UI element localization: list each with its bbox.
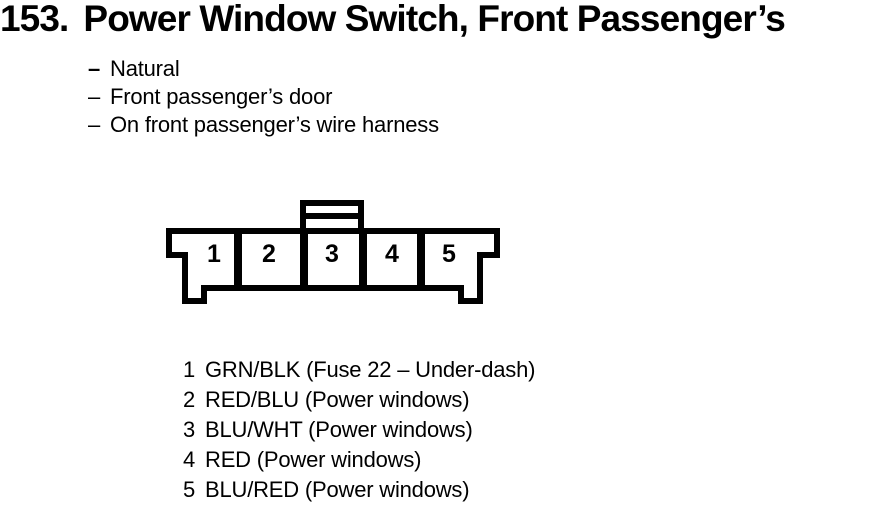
note-text: Natural [110,56,180,81]
connector-outline [166,228,500,304]
pinout-pin: 1 [183,357,196,382]
note-item: – On front passenger’s wire harness [88,111,439,139]
pinout-row: 2 RED/BLU (Power windows) [183,385,535,415]
note-dash: – [88,84,101,109]
note-dash: – [88,112,101,137]
pin-number: 3 [325,240,339,268]
pinout-pin: 3 [183,417,196,442]
item-title-text: Power Window Switch, Front Passenger’s [83,0,785,39]
pinout-desc: BLU/WHT (Power windows) [205,417,473,442]
note-dash: – [88,56,101,81]
note-item: – Natural [88,55,439,83]
pinout-list: 1 GRN/BLK (Fuse 22 – Under-dash) 2 RED/B… [183,355,535,505]
pinout-pin: 5 [183,477,196,502]
item-number: 153. [0,0,69,39]
note-text: On front passenger’s wire harness [110,112,439,137]
pinout-row: 1 GRN/BLK (Fuse 22 – Under-dash) [183,355,535,385]
connector-notes: – Natural – Front passenger’s door – On … [88,55,439,139]
pinout-desc: RED/BLU (Power windows) [205,387,470,412]
pinout-pin: 2 [183,387,196,412]
pinout-desc: BLU/RED (Power windows) [205,477,470,502]
pin-number: 4 [385,240,399,268]
note-text: Front passenger’s door [110,84,333,109]
pinout-desc: GRN/BLK (Fuse 22 – Under-dash) [205,357,536,382]
pinout-row: 4 RED (Power windows) [183,445,535,475]
note-item: – Front passenger’s door [88,83,439,111]
pinout-row: 5 BLU/RED (Power windows) [183,475,535,505]
pin-number: 2 [262,240,276,268]
pin-number: 1 [207,240,221,268]
pinout-row: 3 BLU/WHT (Power windows) [183,415,535,445]
connector-diagram: 1 2 3 4 5 [166,200,500,304]
page-title: 153. Power Window Switch, Front Passenge… [0,0,786,41]
pinout-desc: RED (Power windows) [205,447,422,472]
pinout-pin: 4 [183,447,196,472]
pin-number: 5 [442,240,456,268]
